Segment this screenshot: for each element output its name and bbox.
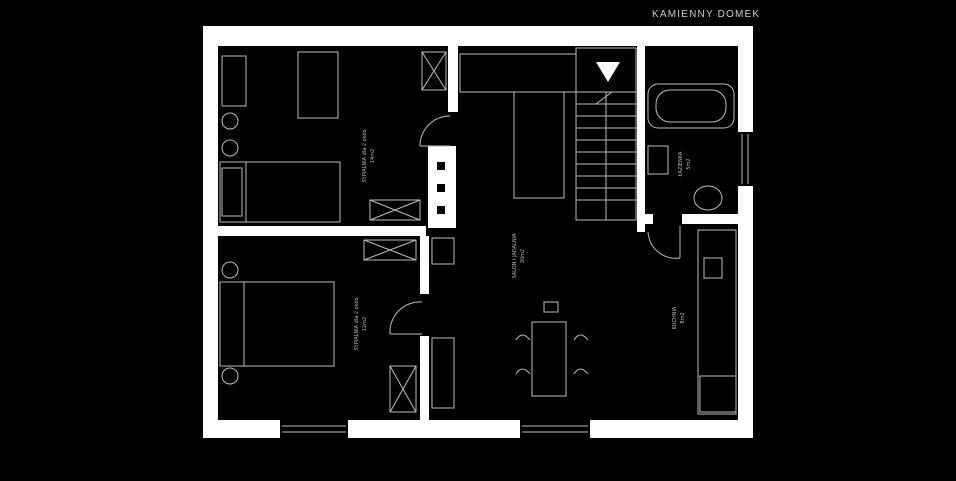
accents [437,62,620,214]
room-bathroom-area: 5m2 [686,158,692,169]
bedroom-bottom-furniture [219,239,423,413]
wall-bath-bottom [682,214,738,224]
wall-central-upper [448,46,458,112]
room-bedroom-bottom-area: 12m2 [362,317,368,331]
kitchen-furniture [697,229,737,415]
walls [203,26,753,438]
living-furniture [431,53,589,409]
room-living-area: 30m2 [520,249,526,263]
room-bedroom-top-name: SYPIALNIA dla 2 osób [361,129,368,182]
wall-bedroom-split [218,226,426,236]
stairs-direction-arrow [596,62,620,82]
room-labels: SYPIALNIA dla 2 osób 14m2 SYPIALNIA dla … [353,129,692,350]
wall-central-base [420,336,429,420]
bathroom-furniture [647,83,735,259]
wall-central-lower [420,236,429,294]
stairs [575,47,637,221]
wall-bath-corner [645,214,653,224]
windows [280,132,756,440]
room-bedroom-top-area: 14m2 [370,149,376,163]
room-kitchen-area: 8m2 [680,312,686,323]
room-kitchen-name: KUCHNIA [672,306,678,329]
bedroom-top-furniture [219,51,451,223]
brand-title: KAMIENNY DOMEK [652,9,761,20]
room-bedroom-bottom-name: SYPIALNIA dla 2 osób [353,297,360,350]
room-bathroom-name: ŁAZIENKA [678,151,684,177]
wall-bath-upper [637,46,645,232]
room-living-name: SALON I JADALNIA [512,233,518,279]
furniture [219,47,737,415]
